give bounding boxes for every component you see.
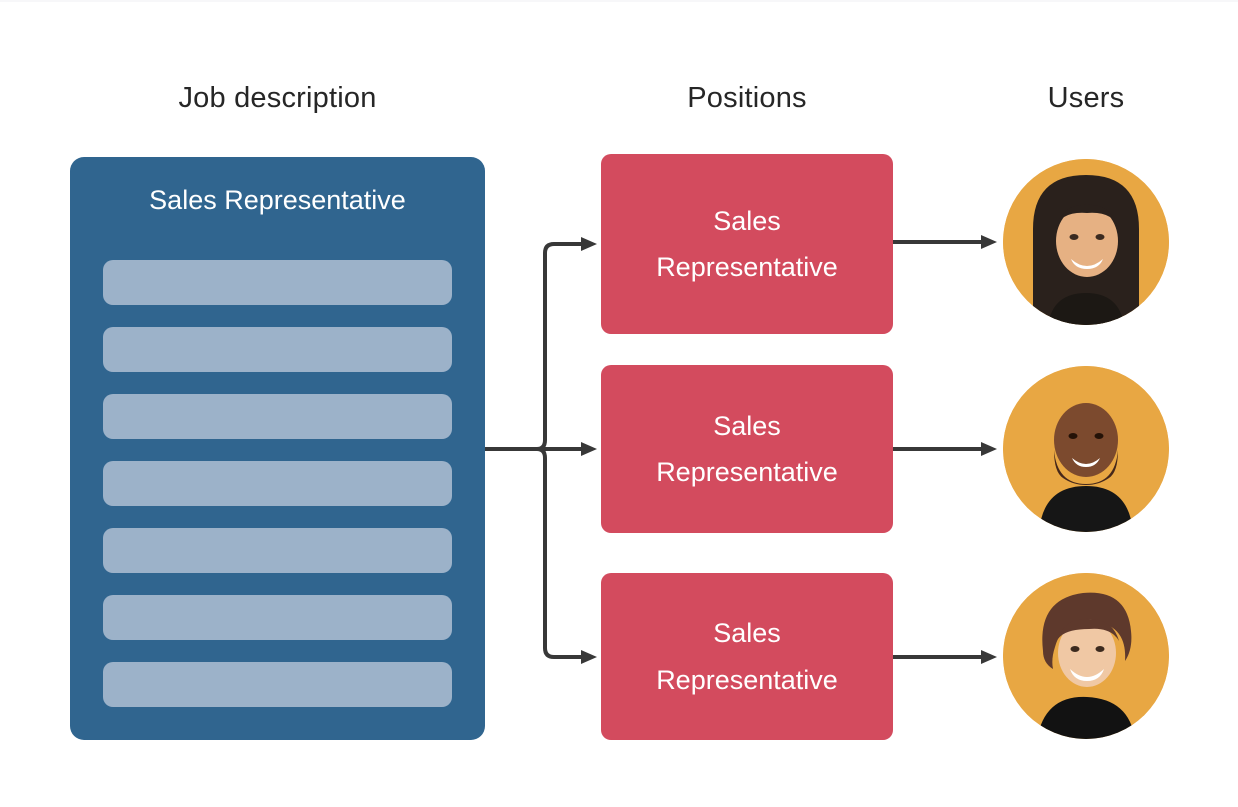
user-avatar: [1003, 573, 1169, 739]
position-card-label: Sales Representative: [656, 205, 838, 282]
position-card-label: Sales Representative: [656, 618, 838, 695]
user-photo-woman-short-brown-hair: [1003, 573, 1169, 739]
position-card-label: Sales Representative: [656, 410, 838, 487]
user-avatar: [1003, 159, 1169, 325]
column-header-positions: Positions: [687, 81, 807, 114]
position-card: Sales Representative: [601, 154, 893, 334]
placeholder-line: [103, 394, 452, 439]
user-photo-woman-long-dark-hair: [1003, 159, 1169, 325]
connector-job-to-position-3: [536, 447, 597, 664]
placeholder-line: [103, 327, 452, 372]
position-card: Sales Representative: [601, 573, 893, 740]
placeholder-line: [103, 662, 452, 707]
column-header-users: Users: [1047, 81, 1125, 114]
column-header-job-description: Job description: [178, 81, 377, 114]
placeholder-lines: [103, 260, 452, 707]
user-avatar: [1003, 366, 1169, 532]
user-photo-bald-man-with-beard: [1003, 366, 1169, 532]
placeholder-line: [103, 595, 452, 640]
job-description-card: Sales Representative: [70, 157, 485, 740]
position-card: Sales Representative: [601, 365, 893, 533]
job-description-card-title: Sales Representative: [149, 185, 406, 215]
placeholder-line: [103, 260, 452, 305]
connector-job-to-position-1: [536, 237, 597, 451]
placeholder-line: [103, 528, 452, 573]
placeholder-line: [103, 461, 452, 506]
